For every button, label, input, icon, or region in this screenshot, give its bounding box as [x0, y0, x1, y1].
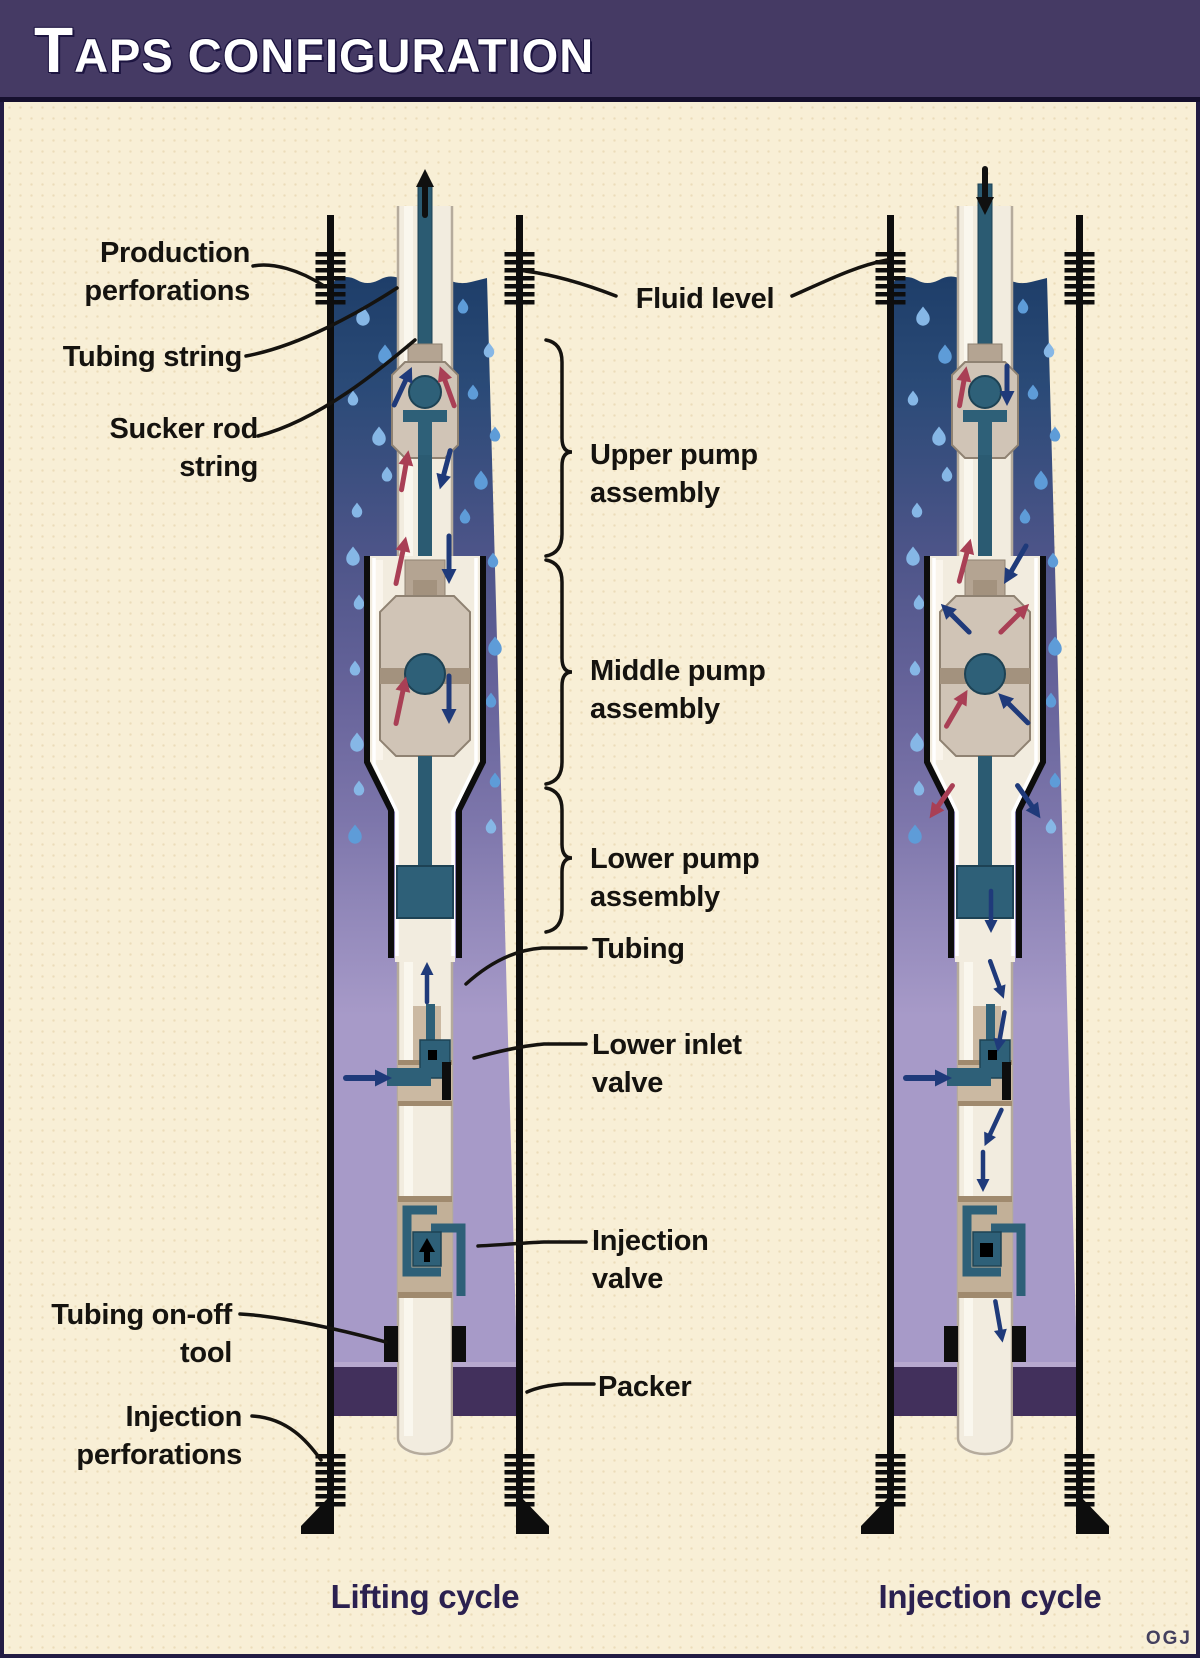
flow-arrow	[984, 888, 998, 933]
flow-arrow	[976, 1149, 990, 1192]
flow-arrow	[398, 450, 414, 493]
production-perforations	[315, 252, 535, 305]
label-production-perforations: Production perforations	[84, 237, 250, 307]
flow-arrow	[393, 536, 411, 586]
caption-injection-cycle: Injection cycle	[878, 1578, 1102, 1615]
ogj-logo: OGJ	[1145, 1628, 1192, 1649]
flow-arrow	[956, 366, 972, 409]
label-upper-pump-assembly: Upper pump assembly	[590, 439, 758, 509]
label-tubing-string: Tubing string	[62, 341, 243, 373]
flow-arrow	[987, 958, 1006, 999]
header-bar: TAPS CONFIGURATION	[0, 0, 1200, 102]
flow-arrow	[984, 1107, 1004, 1147]
well-lift	[301, 169, 549, 1534]
label-lower-inlet-valve: Lower inlet valve	[592, 1029, 742, 1099]
tubing-on-off-tool	[944, 1326, 1026, 1362]
lower-pump-assembly	[956, 756, 1014, 919]
flow-arrow	[420, 962, 434, 1005]
injection-valve	[958, 1196, 1026, 1298]
page-title: TAPS CONFIGURATION	[34, 14, 594, 92]
label-injection-perforations: Injection perforations	[76, 1401, 242, 1471]
flow-arrow	[343, 1069, 392, 1087]
flow-arrow	[944, 689, 968, 729]
lower-inlet-valve	[387, 1004, 452, 1106]
flow-arrow	[437, 366, 457, 409]
label-middle-pump-assembly: Middle pump assembly	[590, 655, 766, 725]
upper-pump-assembly	[951, 343, 1019, 459]
flow-arrow	[993, 1299, 1007, 1343]
lower-pump-assembly	[396, 756, 454, 919]
flow-arrows	[343, 366, 457, 1087]
label-lower-pump-assembly: Lower pump assembly	[590, 843, 760, 913]
production-perforations	[875, 252, 1095, 305]
assembly-brace	[544, 558, 573, 786]
flow-arrow	[441, 533, 457, 584]
flow-arrow	[436, 448, 453, 490]
packer	[334, 1362, 516, 1416]
flow-arrow	[1004, 543, 1029, 585]
well-inject	[861, 166, 1109, 1534]
surface-arrow	[416, 169, 434, 218]
fluid-droplets	[906, 298, 1062, 844]
leader-lines	[238, 258, 889, 1462]
injection-perforations	[315, 1454, 535, 1507]
flow-arrow	[929, 783, 955, 819]
label-tubing-on-off-tool: Tubing on-off tool	[51, 1299, 232, 1369]
upper-pump-assembly	[391, 343, 459, 459]
flow-arrow	[993, 1010, 1007, 1052]
title-initial: T	[34, 14, 75, 86]
label-sucker-rod-string: Sucker rod string	[109, 413, 259, 483]
flow-arrow	[393, 676, 411, 726]
flow-arrow	[903, 1069, 952, 1087]
flow-arrow	[391, 366, 413, 408]
flow-arrow	[956, 538, 975, 584]
injection-valve	[398, 1196, 466, 1298]
flow-arrow	[441, 673, 457, 724]
fluid-droplets	[346, 298, 502, 844]
lower-inlet-valve	[947, 1004, 1012, 1106]
title-rest: APS CONFIGURATION	[74, 29, 595, 82]
surface-arrow	[976, 166, 994, 215]
flow-arrow	[999, 363, 1015, 406]
caption-lifting-cycle: Lifting cycle	[330, 1578, 520, 1615]
label-injection-valve: Injection valve	[592, 1225, 709, 1295]
tubing-on-off-tool	[384, 1326, 466, 1362]
label-packer: Packer	[598, 1371, 692, 1403]
injection-perforations	[875, 1454, 1095, 1507]
packer	[894, 1362, 1076, 1416]
assembly-brace	[544, 338, 573, 558]
flow-arrow	[1015, 783, 1041, 819]
label-tubing: Tubing	[592, 933, 685, 965]
flow-arrow	[976, 166, 994, 215]
flow-arrow	[416, 169, 434, 218]
assembly-brace	[544, 786, 573, 934]
label-fluid-level: Fluid level	[635, 283, 775, 315]
